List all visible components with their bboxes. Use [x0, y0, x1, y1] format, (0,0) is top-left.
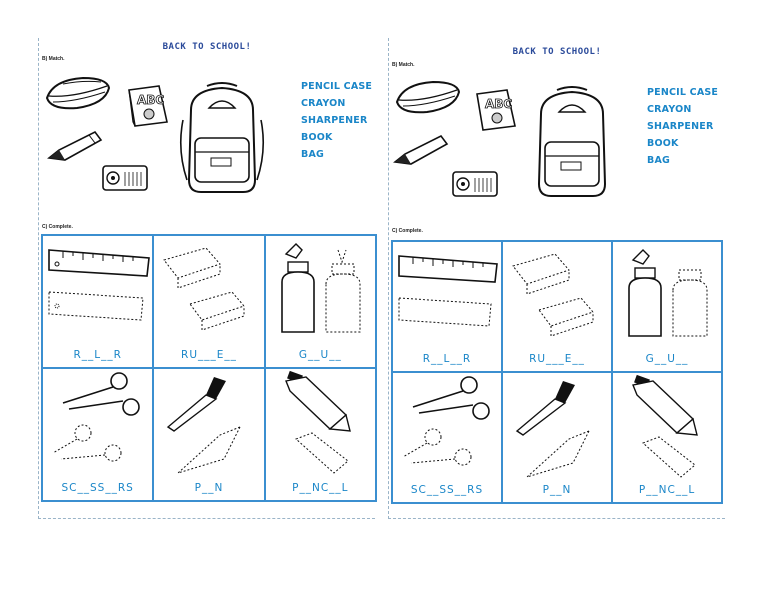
cell-pencil: P__NC__L — [264, 368, 376, 501]
scissors-icon — [52, 372, 140, 462]
svg-text:ABC: ABC — [485, 97, 512, 111]
section-match-label: B) Match. — [42, 56, 65, 62]
word-book: BOOK — [301, 132, 333, 143]
school-bag-illustration — [179, 82, 265, 193]
word-list: PENCIL CASE CRAYON SHARPENER BOOK BAG — [301, 78, 372, 163]
word-pencil-case: PENCIL CASE — [301, 81, 373, 92]
svg-text:ABC: ABC — [137, 93, 164, 107]
pencil-icon — [284, 370, 351, 474]
clue-glue: G__U__ — [298, 349, 342, 361]
cell-scissors: SC__SS__RS — [42, 368, 154, 501]
scissors-icon — [402, 376, 490, 466]
word-sharpener: SHARPENER — [647, 121, 714, 132]
cell-glue: G__U__ — [264, 235, 376, 368]
word-list: PENCIL CASE CRAYON SHARPENER BOOK BAG — [647, 84, 718, 169]
clue-glue: G__U__ — [645, 353, 689, 365]
cell-glue: G__U__ — [612, 241, 722, 372]
clue-pen: P__N — [194, 482, 224, 494]
cell-pen: P__N — [153, 368, 265, 501]
clue-ruler: R__L__R — [73, 349, 122, 361]
cell-pencil: P__NC__L — [612, 372, 722, 503]
word-crayon: CRAYON — [647, 104, 692, 115]
section-match-label: B) Match. — [392, 62, 415, 68]
glue-icon — [628, 249, 708, 337]
clue-pencil: P__NC__L — [638, 484, 696, 496]
complete-grid: R__L__R RU___E__ G__U__ — [391, 240, 723, 504]
sharpener-illustration — [102, 165, 148, 191]
rubber-icon — [163, 247, 246, 331]
clue-scissors: SC__SS__RS — [410, 484, 484, 496]
ruler-icon — [398, 255, 498, 327]
clue-rubber: RU___E__ — [529, 353, 585, 365]
pen-icon — [515, 381, 591, 478]
section-complete-label: C) Complete. — [42, 224, 73, 230]
pencil-icon — [632, 374, 698, 478]
rubber-icon — [512, 253, 594, 337]
pencil-case-illustration — [395, 80, 461, 114]
clue-pencil: P__NC__L — [292, 482, 349, 494]
worksheet-title: BACK TO SCHOOL! — [162, 42, 252, 52]
word-sharpener: SHARPENER — [301, 115, 368, 126]
clue-pen: P__N — [542, 484, 572, 496]
worksheet-right: BACK TO SCHOOL! B) Match. ABC PENCIL CAS… — [388, 38, 725, 519]
sharpener-illustration — [452, 171, 498, 197]
complete-grid: R__L__R RU___E__ G__U__ — [41, 234, 377, 502]
clue-scissors: SC__SS__RS — [61, 482, 134, 494]
word-pencil-case: PENCIL CASE — [647, 87, 719, 98]
section-complete-label: C) Complete. — [392, 228, 423, 234]
pencil-case-illustration — [45, 76, 111, 110]
ruler-icon — [48, 249, 150, 321]
cell-rubber: RU___E__ — [502, 241, 612, 372]
worksheet-left: BACK TO SCHOOL! B) Match. ABC — [38, 38, 377, 519]
word-book: BOOK — [647, 138, 679, 149]
cell-rubber: RU___E__ — [153, 235, 265, 368]
book-illustration: ABC — [128, 85, 168, 127]
clue-rubber: RU___E__ — [181, 349, 237, 361]
school-bag-illustration — [537, 86, 607, 197]
cell-ruler: R__L__R — [42, 235, 154, 368]
clue-ruler: R__L__R — [422, 353, 472, 365]
word-bag: BAG — [647, 155, 670, 166]
crayon-illustration — [393, 134, 449, 165]
pen-icon — [167, 377, 242, 474]
glue-icon — [280, 243, 361, 333]
book-illustration: ABC — [476, 89, 516, 131]
cell-ruler: R__L__R — [392, 241, 502, 372]
word-crayon: CRAYON — [301, 98, 346, 109]
crayon-illustration — [47, 130, 103, 161]
word-bag: BAG — [301, 149, 324, 160]
cell-scissors: SC__SS__RS — [392, 372, 502, 503]
worksheet-title: BACK TO SCHOOL! — [512, 47, 602, 57]
cell-pen: P__N — [502, 372, 612, 503]
